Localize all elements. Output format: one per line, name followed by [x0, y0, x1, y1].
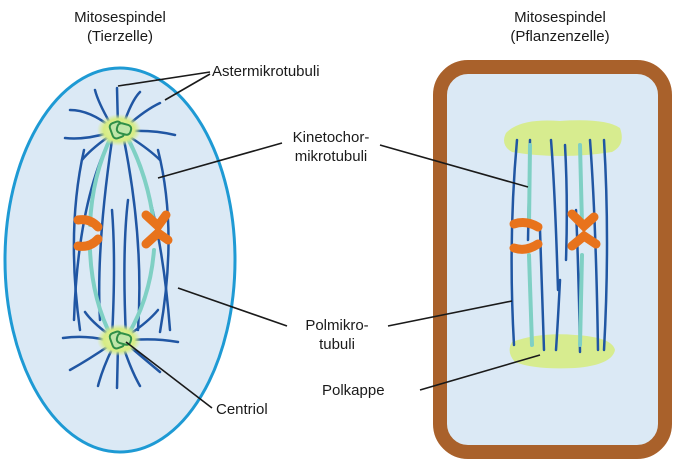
label-polmikro-line2: tubuli [319, 336, 355, 353]
label-polkappe: Polkappe [322, 382, 385, 399]
label-kinetochor-line1: Kinetochor- [292, 129, 370, 146]
label-centriol: Centriol [216, 401, 268, 418]
label-polmikrotubuli: Polmikro- tubuli [287, 316, 387, 354]
plant-chromosomes [509, 209, 601, 254]
label-polmikro-line1: Polmikro- [305, 317, 369, 334]
animal-cell [3, 66, 237, 454]
title-plant-line1: Mitosespindel [514, 9, 606, 26]
animal-cell-membrane [3, 66, 237, 454]
centriol-bottom [108, 330, 133, 350]
centriol-top [108, 120, 133, 140]
polkappe-bottom [509, 334, 615, 369]
plant-cell [433, 60, 672, 459]
label-kinetochor-line2: mikrotubuli [294, 148, 368, 165]
polkappe-top [504, 120, 622, 156]
animal-chromosomes [73, 210, 173, 251]
label-astermikrotubuli: Astermikrotubuli [212, 63, 320, 80]
title-animal-line1: Mitosespindel [74, 9, 166, 26]
title-plant-line2: (Pflanzenzelle) [510, 28, 610, 45]
title-plant: Mitosespindel (Pflanzenzelle) [485, 8, 635, 46]
plant-kinetochore-microtubules [527, 143, 584, 347]
leader-lines [117, 71, 541, 409]
title-animal-line2: (Tierzelle) [86, 28, 154, 45]
title-animal: Mitosespindel (Tierzelle) [50, 8, 190, 46]
label-kinetochormikrotubuli: Kinetochor- mikrotubuli [282, 128, 380, 166]
